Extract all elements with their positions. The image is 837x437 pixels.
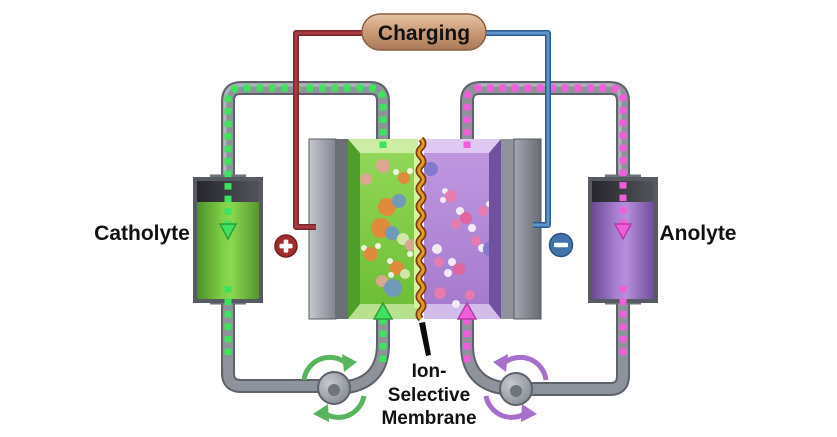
particle [384, 279, 402, 297]
pipe-bottom-right-core-a [511, 296, 628, 394]
membrane-pointer-line [419, 322, 431, 356]
particle [390, 261, 404, 275]
membrane-label-line2: Selective [388, 385, 470, 406]
anolyte-flow-arrow-into-cell [456, 301, 478, 320]
anolyte-flow-top [463, 84, 627, 224]
particle [398, 172, 410, 184]
particle [388, 272, 394, 278]
particle [434, 287, 446, 299]
particle [434, 257, 444, 267]
particle [393, 169, 399, 175]
particle [407, 251, 413, 257]
particle [400, 269, 410, 279]
left-pump-rotation-icon [301, 354, 367, 422]
charging-pill [361, 13, 487, 51]
particle [378, 198, 396, 216]
particle [387, 258, 393, 264]
particle [440, 197, 446, 203]
particle [445, 190, 457, 202]
minus-bar [554, 242, 568, 248]
positive-terminal-icon [274, 234, 298, 258]
particle [451, 219, 461, 229]
catholyte-flow-arrow-into-tank [218, 223, 238, 241]
particle [407, 168, 413, 174]
negative-wire [485, 31, 550, 227]
particle [448, 258, 456, 266]
particle [460, 212, 472, 224]
membrane-label-line1: Ion- [412, 361, 447, 382]
catholyte-flow [218, 84, 394, 362]
negative-terminal-icon [548, 232, 574, 258]
particle [360, 173, 372, 185]
positive-wire [294, 31, 362, 229]
charging-badge: Charging [361, 13, 487, 51]
catholyte-particles [360, 159, 417, 297]
left-pump-arc-top-head [342, 354, 357, 372]
particle [456, 207, 464, 215]
catholyte-label: Catholyte [94, 222, 190, 245]
anolyte-label: Anolyte [659, 222, 736, 245]
particle [392, 194, 406, 208]
particle [376, 159, 390, 173]
particle [468, 224, 476, 232]
particle [361, 245, 367, 251]
cell-green-side-wall [348, 139, 360, 319]
left-electrode-plate-side [336, 139, 348, 319]
particle [452, 300, 460, 308]
particle [471, 236, 481, 246]
particle [432, 244, 442, 254]
particle [385, 226, 399, 240]
particle [375, 243, 381, 249]
right-pump-arc-bottom [483, 395, 528, 420]
anolyte-particles [424, 162, 499, 308]
anolyte-flow [456, 84, 633, 362]
anolyte-flow-arrow-into-tank [613, 223, 633, 241]
ion-selective-membrane [417, 137, 425, 321]
right-pump-arc-top-head [493, 354, 508, 372]
right-electrode-plate-side [501, 139, 514, 319]
catholyte-flow-arrow-into-cell [372, 301, 394, 320]
left-pump-arc-bottom-head [313, 404, 329, 422]
particle [465, 290, 475, 300]
cell-purple-top-face [424, 139, 502, 153]
membrane-label-line3: Membrane [381, 408, 476, 429]
charging-label: Charging [378, 22, 470, 45]
circuit-wires [293, 30, 551, 230]
catholyte-flow-top [224, 84, 387, 224]
anolyte-tank-cap [592, 181, 654, 202]
right-pump-hub [510, 385, 522, 397]
catholyte-tank-cap [197, 181, 259, 202]
particle [364, 247, 378, 261]
electrochemical-cell [308, 136, 542, 322]
particle [424, 162, 438, 176]
particle [453, 263, 465, 275]
right-electrode-plate [513, 138, 542, 320]
particle [444, 269, 452, 277]
right-pump-rotation-icon [483, 354, 549, 422]
membrane-label: Ion- Selective Membrane [381, 361, 476, 429]
right-pump-arc-bottom-head [521, 404, 537, 422]
left-pump-arc-bottom [322, 395, 367, 420]
cell-purple-side-wall [489, 139, 501, 319]
plus-vertical-bar [283, 239, 289, 253]
particle [478, 206, 488, 216]
pipe-bottom-left-core-a [223, 296, 339, 391]
left-pump-arc-top [301, 354, 348, 381]
right-pump-arc-top [502, 354, 549, 381]
left-pump-hub [328, 384, 340, 396]
